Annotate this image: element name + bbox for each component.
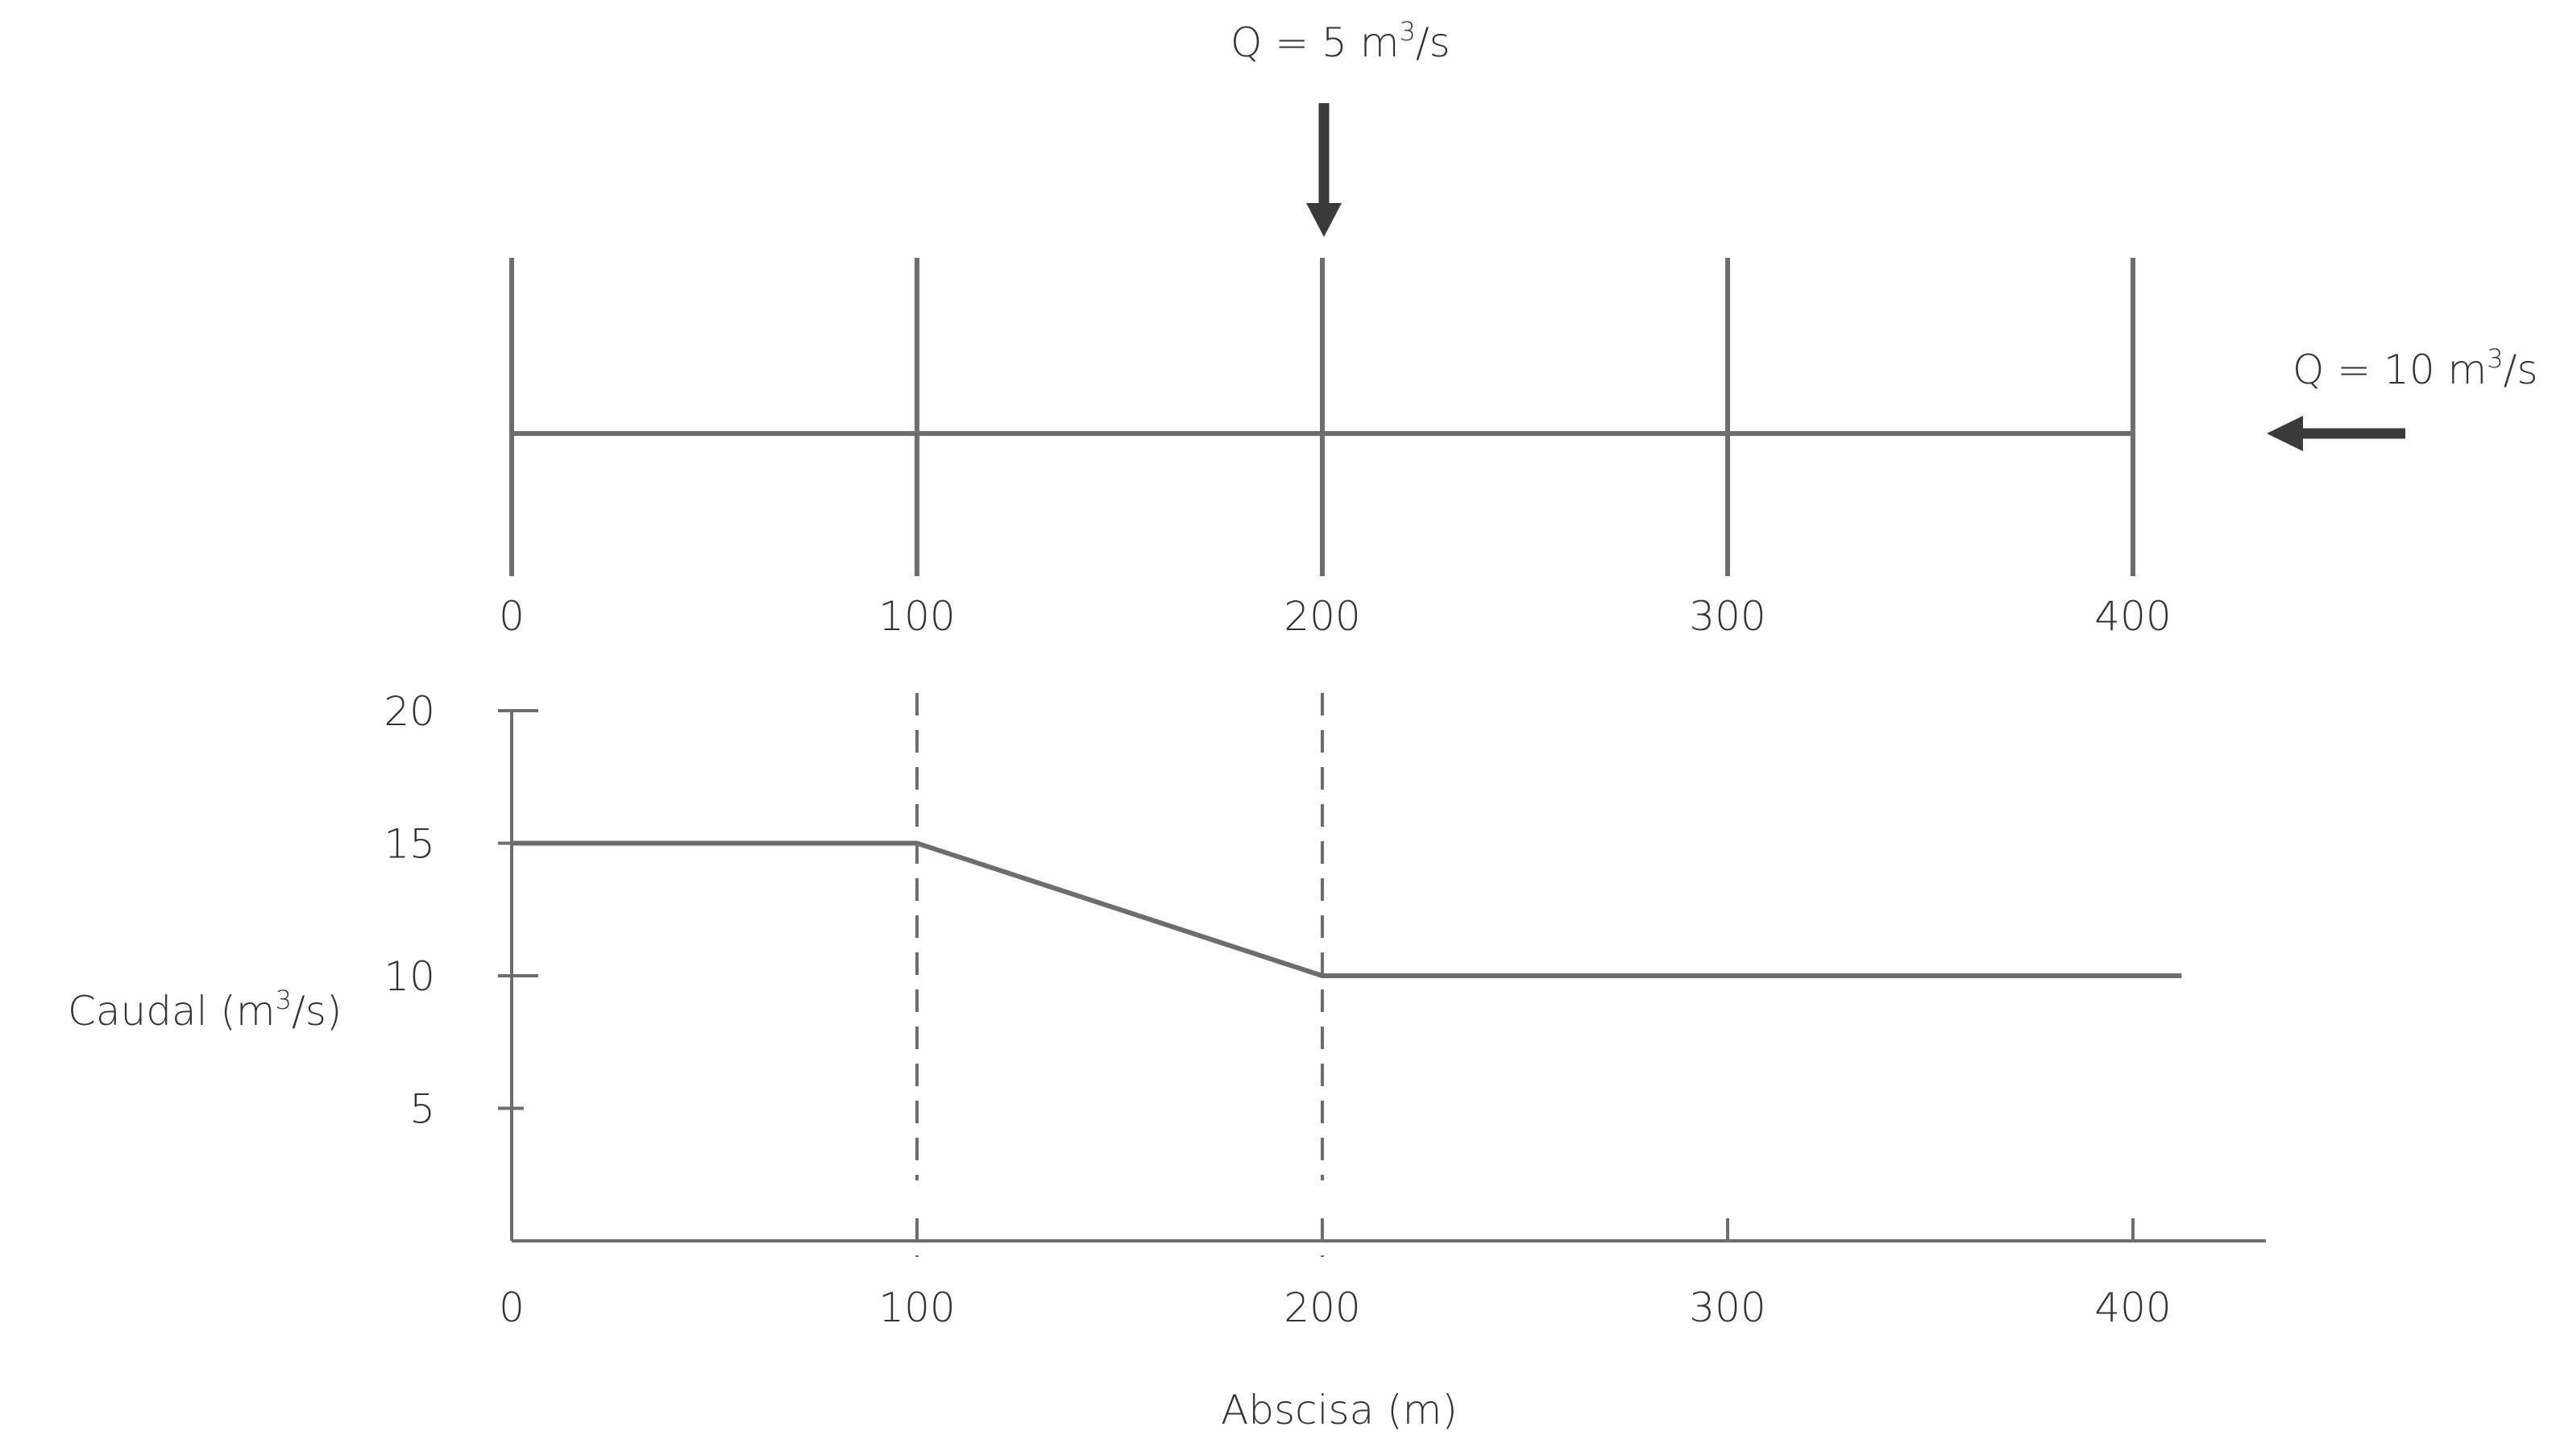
y-tick-label-10: 10 <box>384 953 435 1000</box>
inflow-top-prefix: Q = 5 m <box>1230 19 1399 66</box>
channel-schematic: 0 100 200 300 400 <box>499 258 2172 640</box>
series-line-0 <box>512 840 2182 978</box>
flow-chart: 5 10 15 20 0 100 200 300 400 Caudal (m3/s) Absc… <box>68 688 2266 1433</box>
channel-stations <box>509 258 2135 576</box>
channel-station-label-300: 300 <box>1689 593 1766 640</box>
x-tick-label-200: 200 <box>1284 1284 1360 1331</box>
inflow-right-label: Q = 10 m3/s <box>2293 343 2538 393</box>
inflow-top-label: Q = 5 m3/s <box>1230 16 1450 66</box>
y-axis-label: Caudal (m3/s) <box>68 985 342 1035</box>
inflow-right-sup: 3 <box>2487 343 2503 374</box>
y-tick-label-15: 15 <box>384 821 435 868</box>
y-ticks <box>498 709 538 1110</box>
y-axis-label-suffix: /s) <box>292 988 342 1035</box>
channel-station-label-200: 200 <box>1284 593 1360 640</box>
inflow-right-arrow-icon <box>2267 416 2405 451</box>
y-tick-label-20: 20 <box>384 688 435 735</box>
x-ticks <box>915 1218 2135 1241</box>
x-tick-label-100: 100 <box>878 1284 955 1331</box>
y-axis-label-prefix: Caudal (m <box>68 988 276 1035</box>
x-tick-labels: 0 100 200 300 400 <box>499 1284 2172 1331</box>
inflow-top-sup: 3 <box>1399 16 1415 47</box>
x-tick-label-300: 300 <box>1689 1284 1766 1331</box>
x-tick-label-400: 400 <box>2094 1284 2171 1331</box>
channel-station-labels: 0 100 200 300 400 <box>499 593 2172 640</box>
series-group <box>512 840 2182 978</box>
channel-station-label-0: 0 <box>499 593 525 640</box>
inflow-right-suffix: /s <box>2504 346 2538 393</box>
y-axis-label-sup: 3 <box>276 985 292 1015</box>
inflow-right-prefix: Q = 10 m <box>2293 346 2487 393</box>
y-tick-label-5: 5 <box>409 1086 435 1133</box>
y-tick-labels: 5 10 15 20 <box>384 688 435 1133</box>
inflow-top-suffix: /s <box>1416 19 1450 66</box>
channel-station-label-100: 100 <box>878 593 955 640</box>
inflow-top-arrow-icon <box>1306 103 1342 237</box>
x-tick-label-0: 0 <box>499 1284 525 1331</box>
channel-station-label-400: 400 <box>2094 593 2171 640</box>
x-axis-label: Abscisa (m) <box>1221 1387 1458 1433</box>
dashed-markers <box>915 693 1324 1257</box>
